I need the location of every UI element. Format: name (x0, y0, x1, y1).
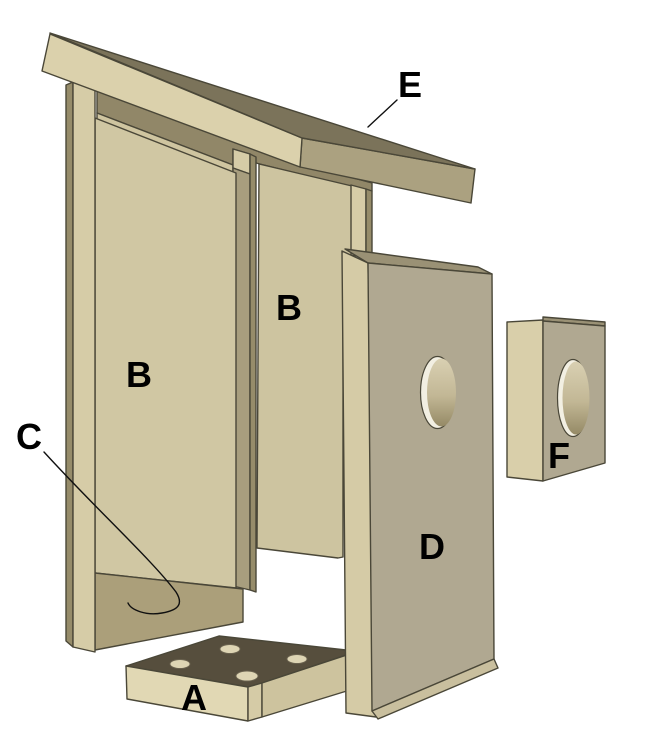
label-part-a: A (181, 677, 207, 718)
label-part-b-left: B (126, 354, 152, 395)
label-part-e: E (398, 64, 422, 105)
side-panel-b-left (94, 117, 237, 589)
front-panel-part-d (341, 248, 499, 720)
front-right-post-edge (365, 188, 373, 259)
front-left-post-edge (65, 81, 74, 648)
floor-part-a (125, 635, 351, 722)
label-part-b-middle: B (276, 287, 302, 328)
hole-block-shading (562, 361, 590, 435)
assembled-body (41, 32, 476, 653)
roof-top-part-e (49, 32, 476, 170)
leader-line-c (43, 451, 181, 615)
label-part-f: F (548, 435, 570, 476)
label-part-c: C (16, 416, 42, 457)
front-panel-face (367, 262, 495, 712)
label-part-d: D (419, 526, 445, 567)
front-panel-bottom-bevel (371, 658, 499, 720)
side-panel-b-middle (256, 163, 353, 559)
front-right-post (350, 184, 367, 259)
drain-hole (219, 644, 241, 654)
rear-post-edge (249, 153, 257, 593)
entrance-hole-shading (427, 358, 456, 427)
hole-block-left-edge (506, 319, 544, 482)
hole-block-part-f (506, 316, 606, 482)
labels-and-leaders: A B B C D E F (16, 64, 570, 718)
drain-hole (169, 659, 191, 669)
drain-hole (235, 670, 259, 682)
front-left-post (72, 81, 96, 653)
drain-hole (286, 654, 308, 664)
floor-corner-chamfer (247, 682, 263, 722)
leader-line-e (367, 99, 398, 128)
